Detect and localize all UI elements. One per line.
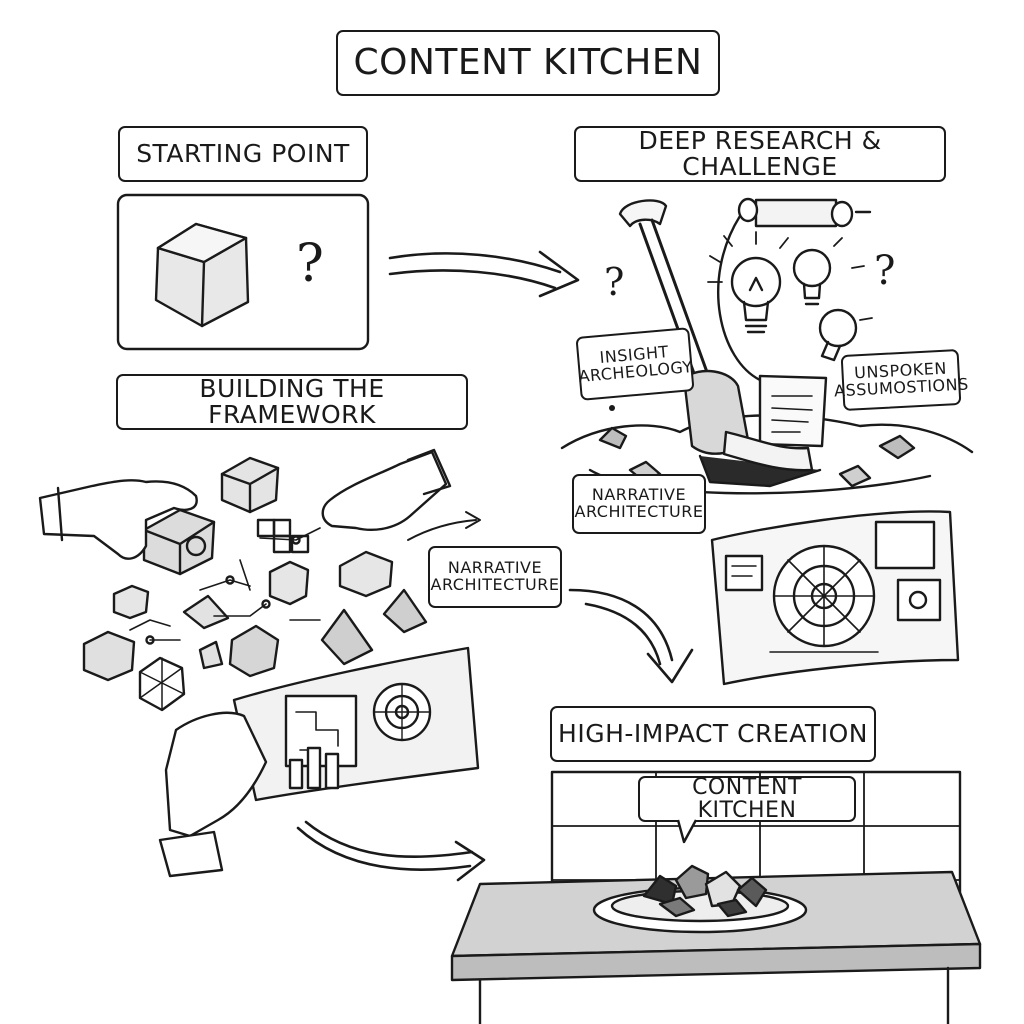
question-mark-icon: ? [296, 234, 324, 294]
blueprint-right [710, 510, 960, 686]
arrow-to-creation [568, 588, 694, 684]
label-narrative-architecture-framework: NARRATIVE ARCHITECTURE [428, 546, 562, 608]
kitchen-speech-bubble: CONTENT KITCHEN [638, 776, 856, 822]
blueprint-left [158, 646, 480, 878]
framework-blocks [82, 456, 428, 712]
page-title: CONTENT KITCHEN [336, 30, 720, 96]
starting-point-panel [116, 193, 370, 351]
research-scene [560, 197, 974, 495]
label-unspoken-assumptions: UNSPOKEN ASSUMOSTIONS [834, 348, 969, 412]
stage-starting-point: STARTING POINT [118, 126, 368, 182]
hand-right [321, 448, 452, 531]
speech-bubble-tail [676, 819, 698, 844]
arrow-to-research [388, 250, 580, 298]
lightbulb-icon [792, 248, 832, 306]
lightbulb-icon [730, 256, 782, 334]
hand-left [38, 479, 198, 560]
label-narrative-architecture-research: NARRATIVE ARCHITECTURE [572, 474, 706, 534]
cube-icon [154, 222, 250, 328]
stage-deep-research: DEEP RESEARCH & CHALLENGE [574, 126, 946, 182]
label-insight-archeology: INSIGHT ARCHEOLOGY [575, 327, 695, 401]
lightbulb-icon [818, 308, 858, 362]
stage-high-impact: HIGH-IMPACT CREATION [550, 706, 876, 762]
question-mark-icon: ? [604, 260, 625, 304]
arrow-to-kitchen [296, 820, 486, 882]
stage-building-framework: BUILDING THE FRAMEWORK [116, 374, 468, 430]
question-mark-icon: ? [874, 248, 896, 294]
